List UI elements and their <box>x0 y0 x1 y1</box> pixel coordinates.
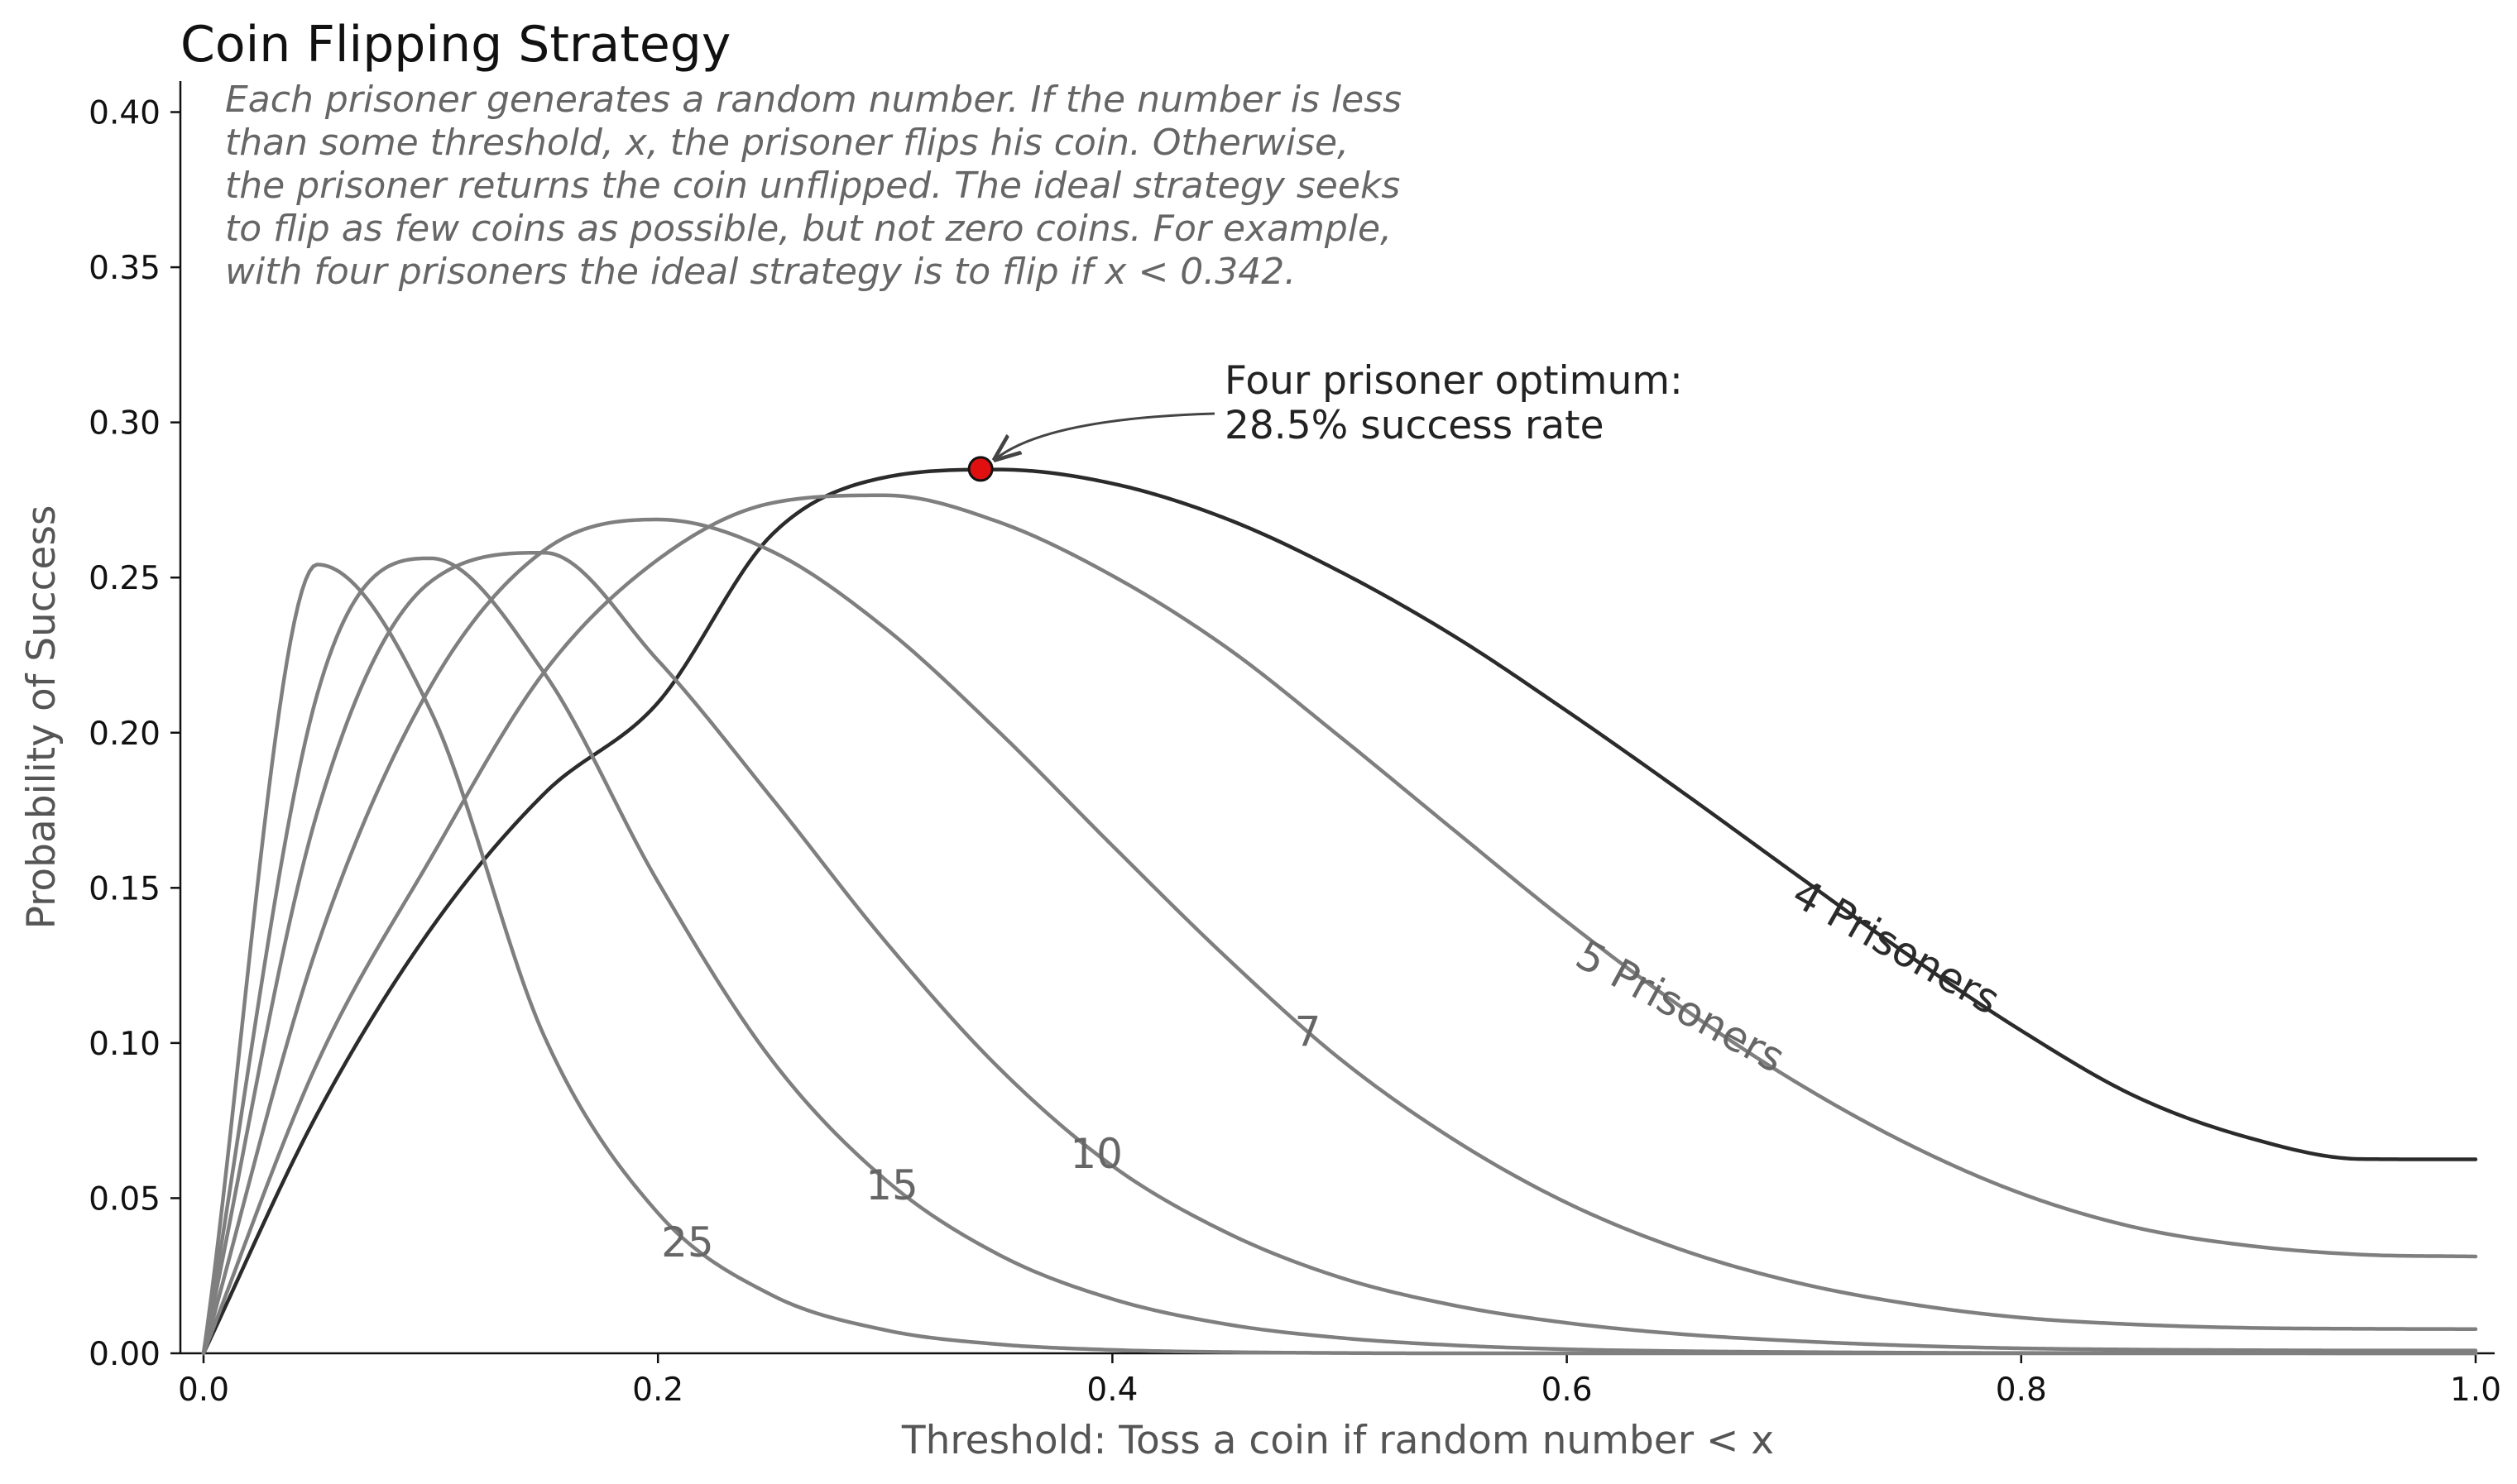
series-line-15 <box>201 556 2478 1356</box>
series-label-25: 25 <box>661 1218 714 1266</box>
y-tick-label: 0.20 <box>89 716 161 753</box>
x-tick-label: 0.6 <box>1541 1372 1593 1409</box>
x-tick-label: 0.0 <box>178 1372 229 1409</box>
series-label-10: 10 <box>1070 1130 1123 1178</box>
series-lines <box>201 467 2478 1356</box>
description-line: Each prisoner generates a random number.… <box>225 79 1402 121</box>
y-tick-label: 0.35 <box>89 250 161 287</box>
annotation-text-line: Four prisoner optimum: <box>1225 358 1683 404</box>
series-label-5-prisoners: 5 Prisoners <box>1568 931 1792 1082</box>
optimum-point <box>967 456 994 482</box>
y-tick-label: 0.00 <box>89 1336 161 1373</box>
series-label-15: 15 <box>865 1161 918 1209</box>
y-axis-ticks: 0.00 0.05 0.10 0.15 0.20 0.25 0.30 0.35 0.40 <box>89 95 180 1373</box>
annotation-arrow <box>995 412 1215 459</box>
x-tick-label: 0.8 <box>1996 1372 2047 1409</box>
description-line: than some threshold, x, the prisoner fli… <box>225 122 1349 164</box>
description-line: the prisoner returns the coin unflipped.… <box>225 165 1400 207</box>
x-axis-title: Threshold: Toss a coin if random number … <box>901 1418 1774 1463</box>
x-tick-label: 0.4 <box>1086 1372 1138 1409</box>
series-label-4-prisoners: 4 Prisoners <box>1785 869 2008 1024</box>
chart-title: Coin Flipping Strategy <box>180 16 731 74</box>
y-tick-label: 0.10 <box>89 1026 161 1063</box>
series-line-10 <box>201 550 2478 1356</box>
series-line-25 <box>201 562 2478 1356</box>
series-label-7: 7 <box>1295 1008 1321 1056</box>
y-tick-label: 0.40 <box>89 95 161 132</box>
description-line: with four prisoners the ideal strategy i… <box>225 251 1296 293</box>
y-tick-label: 0.15 <box>89 870 161 907</box>
chart-description: Each prisoner generates a random number.… <box>225 79 1402 293</box>
x-axis-ticks: 0.0 0.2 0.4 0.6 0.8 1.0 <box>178 1353 2501 1409</box>
optimum-annotation: Four prisoner optimum:28.5% success rate <box>967 358 1683 482</box>
y-tick-label: 0.05 <box>89 1180 161 1218</box>
y-tick-label: 0.25 <box>89 560 161 597</box>
x-tick-label: 0.2 <box>632 1372 683 1409</box>
series-line-4-prisoners <box>201 467 2478 1356</box>
y-axis-title: Probability of Success <box>19 505 65 930</box>
x-tick-label: 1.0 <box>2450 1372 2501 1409</box>
y-tick-label: 0.30 <box>89 405 161 443</box>
series-line-5-prisoners <box>201 493 2478 1356</box>
description-line: to flip as few coins as possible, but no… <box>225 208 1392 250</box>
annotation-text-line: 28.5% success rate <box>1225 403 1604 448</box>
series-line-7 <box>201 517 2478 1356</box>
